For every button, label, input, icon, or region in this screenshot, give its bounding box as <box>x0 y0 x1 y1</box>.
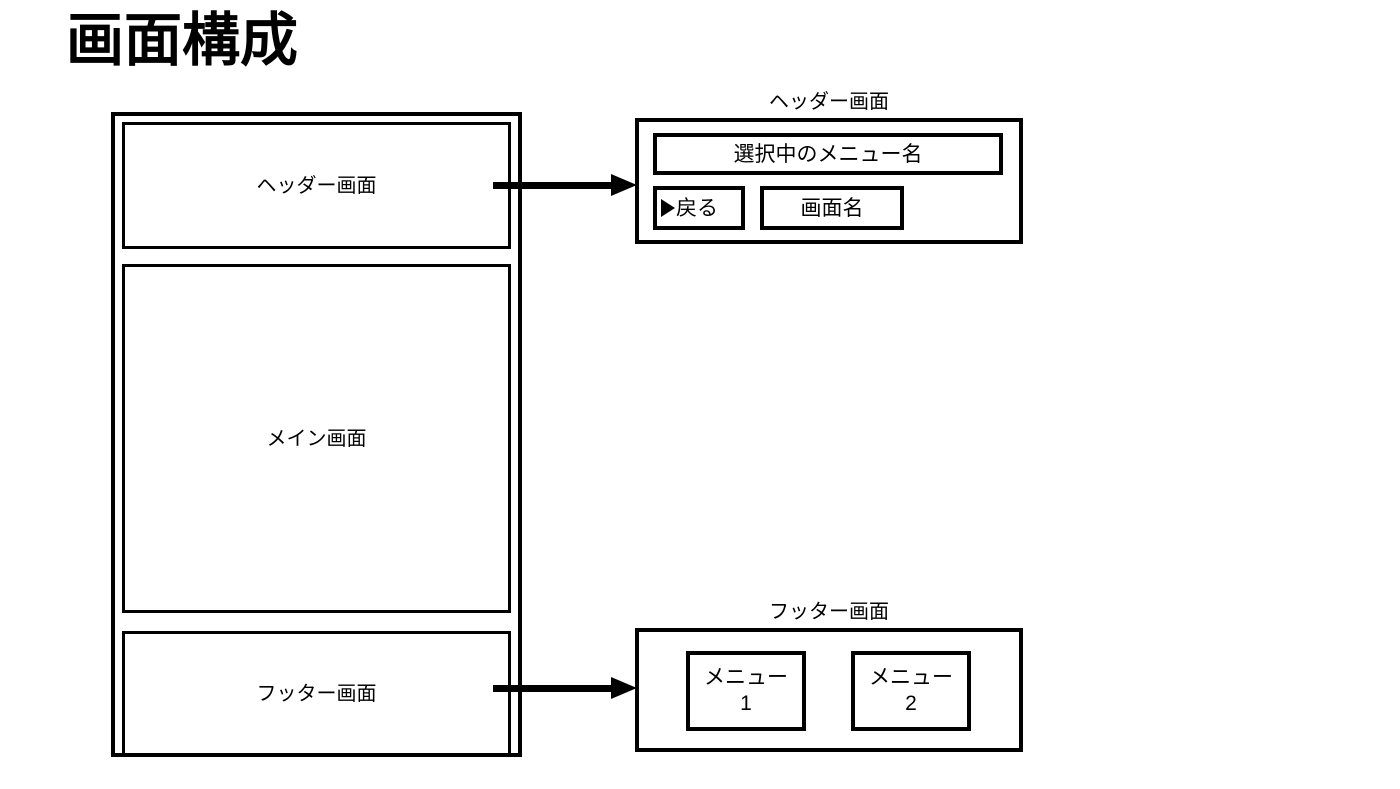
back-button[interactable]: 戻る <box>653 186 745 230</box>
footer-detail-panel: メニュー 1 メニュー 2 <box>635 628 1023 752</box>
screen-name-label: 画面名 <box>800 196 864 220</box>
footer-menu-item-2[interactable]: メニュー 2 <box>851 651 971 731</box>
selected-menu-name-label: 選択中のメニュー名 <box>733 142 923 166</box>
footer-menu-item-2-label: メニュー 2 <box>869 665 953 715</box>
mockup-section-main-label: メイン画面 <box>266 427 367 450</box>
mockup-section-header: ヘッダー画面 <box>122 122 511 249</box>
header-arrow-icon <box>493 174 637 196</box>
back-button-content: 戻る <box>661 198 718 219</box>
mockup-section-footer: フッター画面 <box>122 631 511 756</box>
arrow-shaft <box>493 685 613 692</box>
mockup-section-footer-label: フッター画面 <box>256 682 377 705</box>
arrow-shaft <box>493 182 613 189</box>
screen-name-box: 画面名 <box>760 186 904 230</box>
footer-menu-item-1[interactable]: メニュー 1 <box>686 651 806 731</box>
triangle-right-icon <box>661 199 675 217</box>
arrow-head <box>611 174 637 196</box>
mockup-inner: ヘッダー画面 メイン画面 フッター画面 <box>122 122 511 756</box>
arrow-head <box>611 677 637 699</box>
screen-layout-mockup: ヘッダー画面 メイン画面 フッター画面 <box>111 112 522 757</box>
footer-menu-item-1-label: メニュー 1 <box>704 665 788 715</box>
mockup-section-main: メイン画面 <box>122 264 511 613</box>
footer-arrow-icon <box>493 677 637 699</box>
mockup-section-header-label: ヘッダー画面 <box>256 174 377 197</box>
page-title: 画面構成 <box>66 8 299 73</box>
header-detail-panel: 選択中のメニュー名 戻る 画面名 <box>635 118 1023 244</box>
footer-detail-caption: フッター画面 <box>769 601 889 623</box>
back-button-label: 戻る <box>676 196 718 220</box>
header-detail-caption: ヘッダー画面 <box>769 91 889 113</box>
selected-menu-name-box: 選択中のメニュー名 <box>653 133 1003 175</box>
